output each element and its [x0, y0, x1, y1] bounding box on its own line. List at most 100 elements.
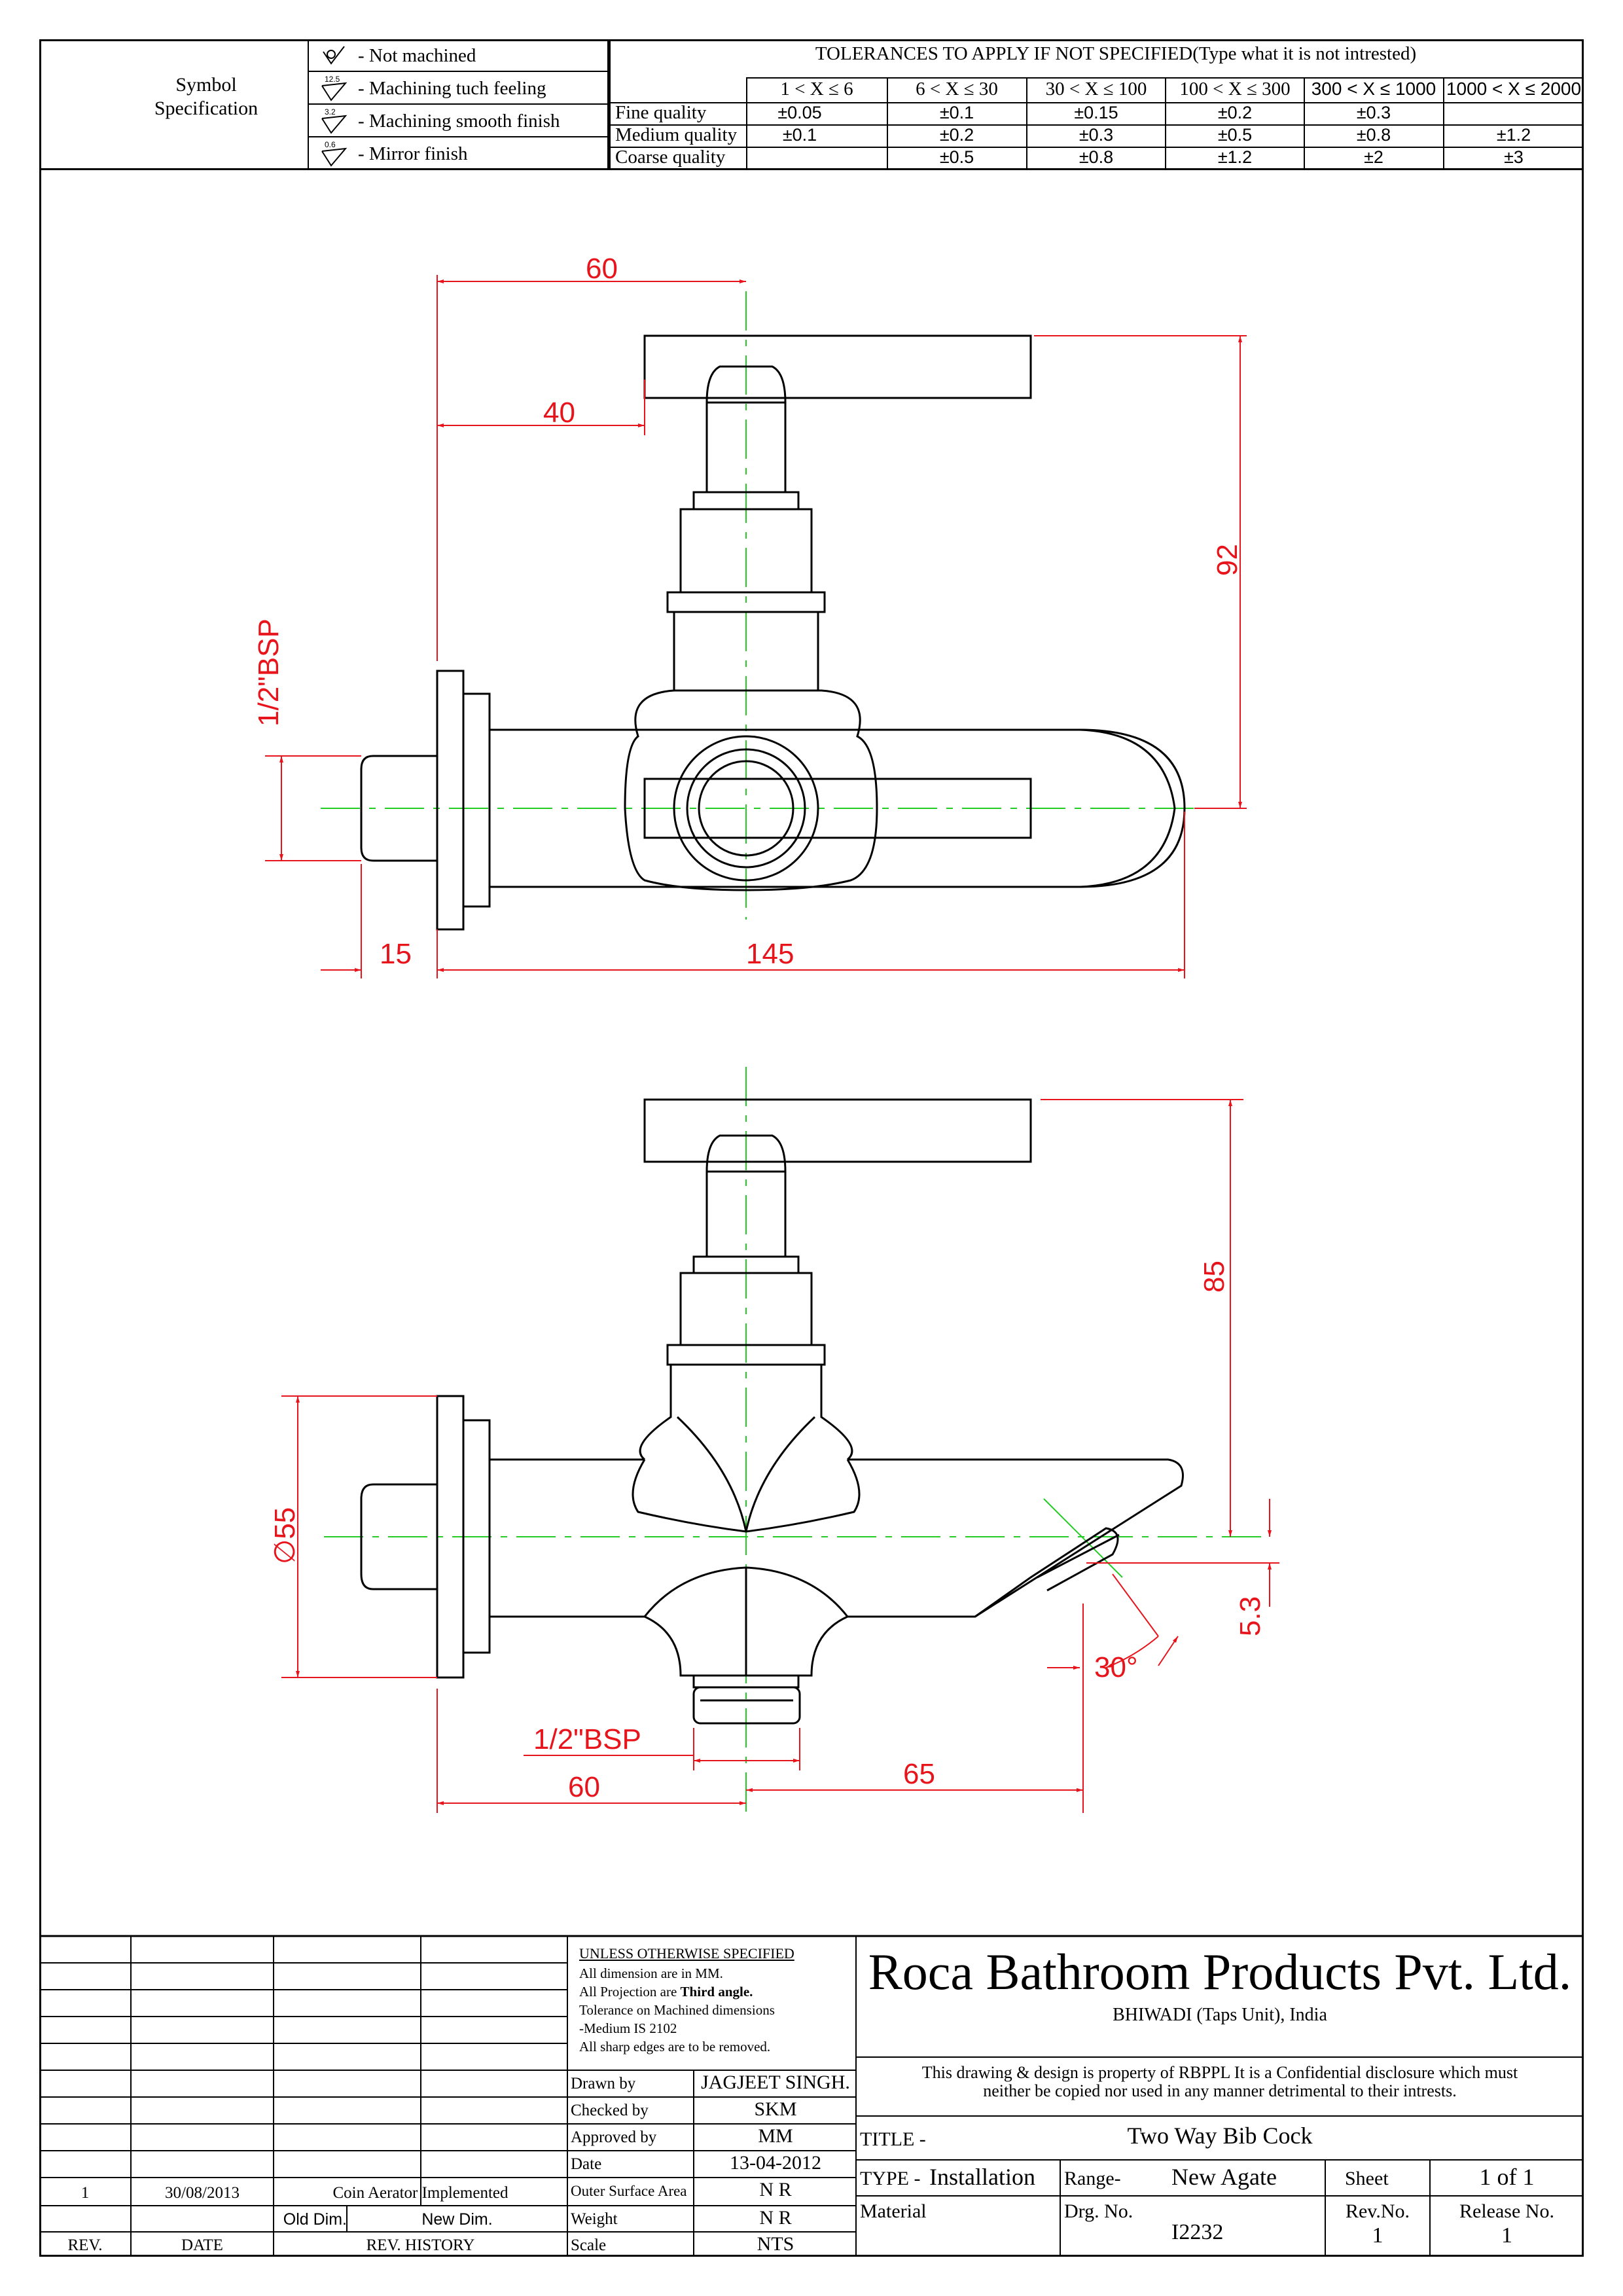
finish-mark: 12.5 — [325, 75, 340, 84]
revision-date: 30/08/2013 — [165, 2184, 240, 2202]
finish-mark: 0.6 — [325, 140, 336, 149]
field-value: NTS — [757, 2233, 794, 2255]
symbol-text: - Machining tuch feeling — [358, 77, 546, 99]
date-header: DATE — [181, 2236, 223, 2254]
field-value: MM — [758, 2125, 793, 2147]
field-label: Date — [571, 2155, 602, 2173]
divider — [607, 39, 611, 168]
range-header: 100 < X ≤ 300 — [1179, 79, 1291, 99]
divider — [308, 136, 609, 137]
tolerance-value: ±0.05 — [777, 103, 822, 122]
divider — [609, 124, 1584, 126]
material-label: Material — [860, 2200, 927, 2222]
symbol-row-tuch: 12.5 - Machining tuch feeling — [309, 72, 649, 105]
finish-mark: 3.2 — [325, 107, 336, 117]
divider — [1026, 77, 1027, 168]
tolerance-title: TOLERANCES TO APPLY IF NOT SPECIFIED(Typ… — [815, 43, 1417, 64]
tolerance-row-label: Medium quality — [615, 124, 738, 145]
field-label: Approved by — [571, 2128, 657, 2146]
tolerance-value: ±3 — [1504, 147, 1524, 167]
revision-description: Coin Aerator Implemented — [332, 2184, 508, 2202]
divider — [1443, 77, 1444, 168]
not-machined-symbol-icon — [309, 44, 358, 67]
confidential-note: This drawing & design is property of RBP… — [921, 2063, 1518, 2082]
header-block: Symbol Specification - Not machined 12.5… — [39, 39, 1584, 170]
tolerance-value: ±0.3 — [1356, 103, 1391, 122]
symbol-row-mirror: 0.6 - Mirror finish — [309, 137, 649, 170]
tolerance-value: ±0.5 — [939, 147, 974, 167]
notes-heading: UNLESS OTHERWISE SPECIFIED — [579, 1945, 794, 1962]
symbol-text: - Not machined — [358, 45, 476, 66]
note-line: Tolerance on Machined dimensions — [579, 2002, 775, 2018]
sheet-label: Sheet — [1345, 2168, 1389, 2189]
range-header: 6 < X ≤ 30 — [916, 79, 998, 99]
symbol-label-1: Symbol — [175, 74, 237, 96]
confidential-note: neither be copied nor used in any manner… — [983, 2081, 1457, 2100]
drg-number: I2232 — [1171, 2220, 1224, 2244]
release-no-value: 1 — [1501, 2223, 1512, 2248]
company-name: Roca Bathroom Products Pvt. Ltd. — [868, 1943, 1572, 2000]
range-header: 30 < X ≤ 100 — [1045, 79, 1147, 99]
symbol-text: - Machining smooth finish — [358, 110, 560, 132]
divider — [308, 71, 609, 72]
tolerance-value: ±0.8 — [1079, 147, 1114, 167]
drg-label: Drg. No. — [1064, 2200, 1133, 2222]
company-location: BHIWADI (Taps Unit), India — [1113, 2005, 1327, 2025]
divider — [1304, 77, 1305, 168]
sheet-value: 1 of 1 — [1479, 2164, 1535, 2190]
surface-finish-3-2-icon: 3.2 — [309, 107, 358, 135]
old-dim-label: Old Dim. — [283, 2210, 347, 2229]
tolerance-value: ±0.8 — [1356, 125, 1391, 145]
rev-no-value: 1 — [1372, 2223, 1383, 2248]
tolerance-value: ±0.2 — [939, 125, 974, 145]
divider — [887, 77, 888, 168]
tolerance-value: ±0.3 — [1079, 125, 1114, 145]
divider — [746, 77, 747, 168]
divider — [609, 147, 1584, 148]
tolerance-value: ±1.2 — [1496, 125, 1531, 145]
note-line: All Projection are Third angle. — [579, 1984, 753, 2000]
range-header: 1 < X ≤ 6 — [780, 79, 853, 99]
tolerance-value: ±0.5 — [1217, 125, 1253, 145]
note-line: All dimension are in MM. — [579, 1965, 723, 1981]
field-label: Weight — [571, 2210, 618, 2228]
divider — [609, 102, 1584, 103]
tolerance-value: ±0.1 — [782, 125, 817, 145]
tolerance-value: ±0.1 — [939, 103, 974, 122]
release-no-label: Release No. — [1459, 2200, 1554, 2222]
range-label: Range- — [1064, 2168, 1121, 2189]
type-value: Installation — [929, 2164, 1035, 2190]
note-line: -Medium IS 2102 — [579, 2020, 677, 2036]
surface-finish-0-6-icon: 0.6 — [309, 139, 358, 168]
field-value: N R — [759, 2207, 792, 2229]
range-header: 300 < X ≤ 1000 — [1311, 79, 1436, 99]
divider — [308, 103, 609, 105]
field-value: SKM — [754, 2098, 797, 2120]
tolerance-value: ±0.2 — [1217, 103, 1253, 122]
history-header: REV. HISTORY — [366, 2236, 475, 2254]
tolerance-value: ±1.2 — [1217, 147, 1253, 167]
revision-number: 1 — [80, 2184, 90, 2202]
type-label: TYPE - — [860, 2168, 921, 2189]
note-text: All Projection are — [579, 1984, 681, 2000]
drawing-title: Two Way Bib Cock — [1127, 2123, 1313, 2149]
symbol-row-not-machined: - Not machined — [309, 39, 649, 72]
tolerance-value: ±2 — [1364, 147, 1383, 167]
tolerance-row-label: Fine quality — [615, 102, 707, 123]
tolerance-value: ±0.15 — [1074, 103, 1118, 122]
note-line: All sharp edges are to be removed. — [579, 2039, 771, 2054]
rev-no-label: Rev.No. — [1345, 2200, 1410, 2222]
drawing-frame — [39, 39, 1584, 2257]
symbol-text: - Mirror finish — [358, 143, 468, 164]
surface-finish-12-5-icon: 12.5 — [309, 74, 358, 103]
new-dim-label: New Dim. — [421, 2210, 493, 2229]
range-header: 1000 < X ≤ 2000 — [1446, 79, 1582, 99]
rev-header: REV. — [67, 2236, 103, 2254]
note-bold: Third angle. — [680, 1984, 753, 2000]
field-value: JAGJEET SINGH. — [701, 2072, 850, 2093]
field-value: N R — [759, 2179, 792, 2200]
field-label: Checked by — [571, 2102, 649, 2119]
field-value: 13-04-2012 — [730, 2152, 821, 2174]
field-label: Scale — [571, 2236, 607, 2254]
tolerance-row-label: Coarse quality — [615, 147, 726, 168]
